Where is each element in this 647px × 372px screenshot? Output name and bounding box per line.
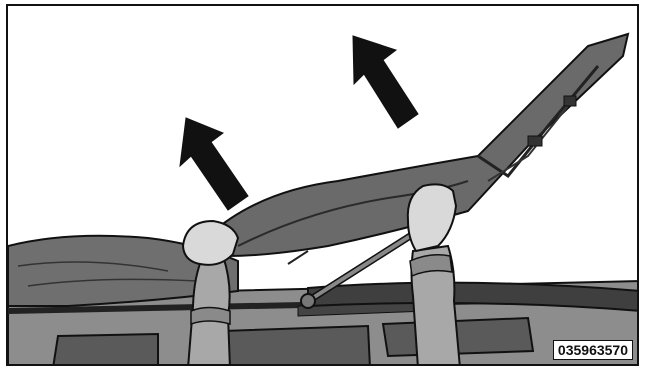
- up-arrow-icon: [180, 118, 248, 210]
- soft-top-removal-illustration: [8, 6, 639, 366]
- up-arrow-icon: [353, 36, 418, 128]
- illustration-frame: 035963570: [6, 4, 639, 366]
- right-arm: [408, 184, 460, 366]
- figure-id-label: 035963570: [553, 340, 633, 360]
